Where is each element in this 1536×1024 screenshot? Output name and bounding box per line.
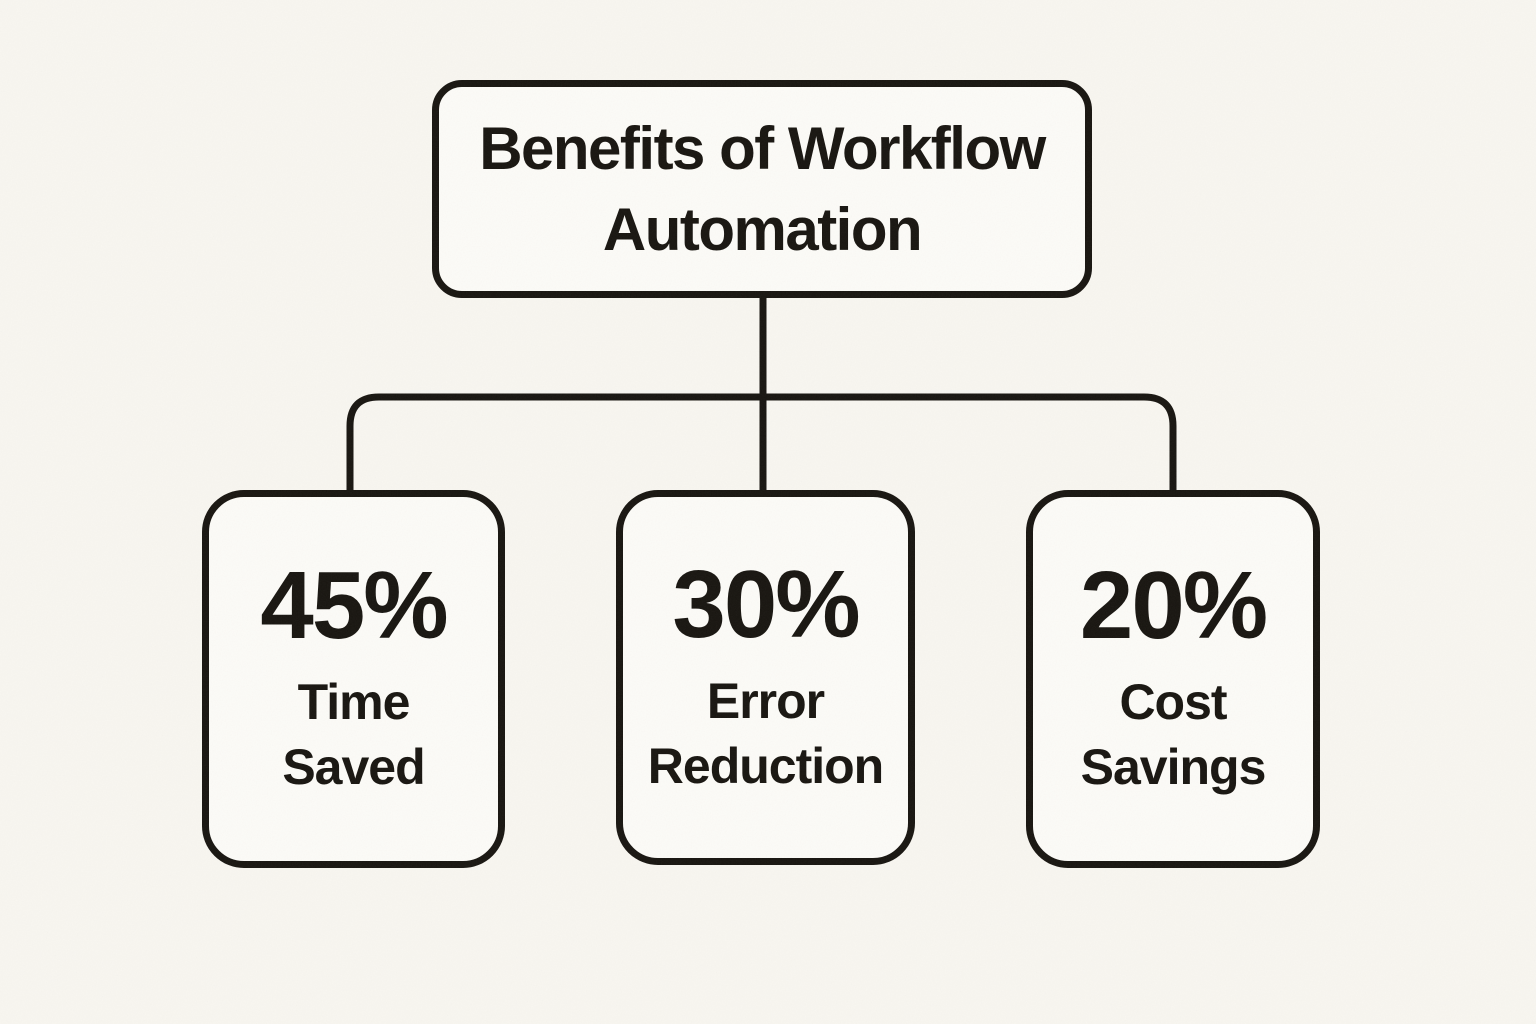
branch-bar-line (346, 393, 1177, 494)
benefit-node-time-saved: 45% Time Saved (202, 490, 505, 868)
root-node: Benefits of Workflow Automation (432, 80, 1092, 298)
benefit-label: Time Saved (282, 674, 425, 795)
benefit-label: Error Reduction (647, 672, 884, 794)
benefit-value: 20% (1079, 552, 1268, 659)
root-node-title: Benefits of Workflow Automation (479, 115, 1046, 263)
benefit-node-error-reduction: 30% Error Reduction (616, 490, 915, 865)
benefit-node-cost-savings: 20% Cost Savings (1026, 490, 1320, 868)
benefit-value: 45% (260, 552, 448, 659)
benefit-label: Cost Savings (1080, 674, 1267, 795)
benefit-value: 30% (672, 550, 860, 658)
